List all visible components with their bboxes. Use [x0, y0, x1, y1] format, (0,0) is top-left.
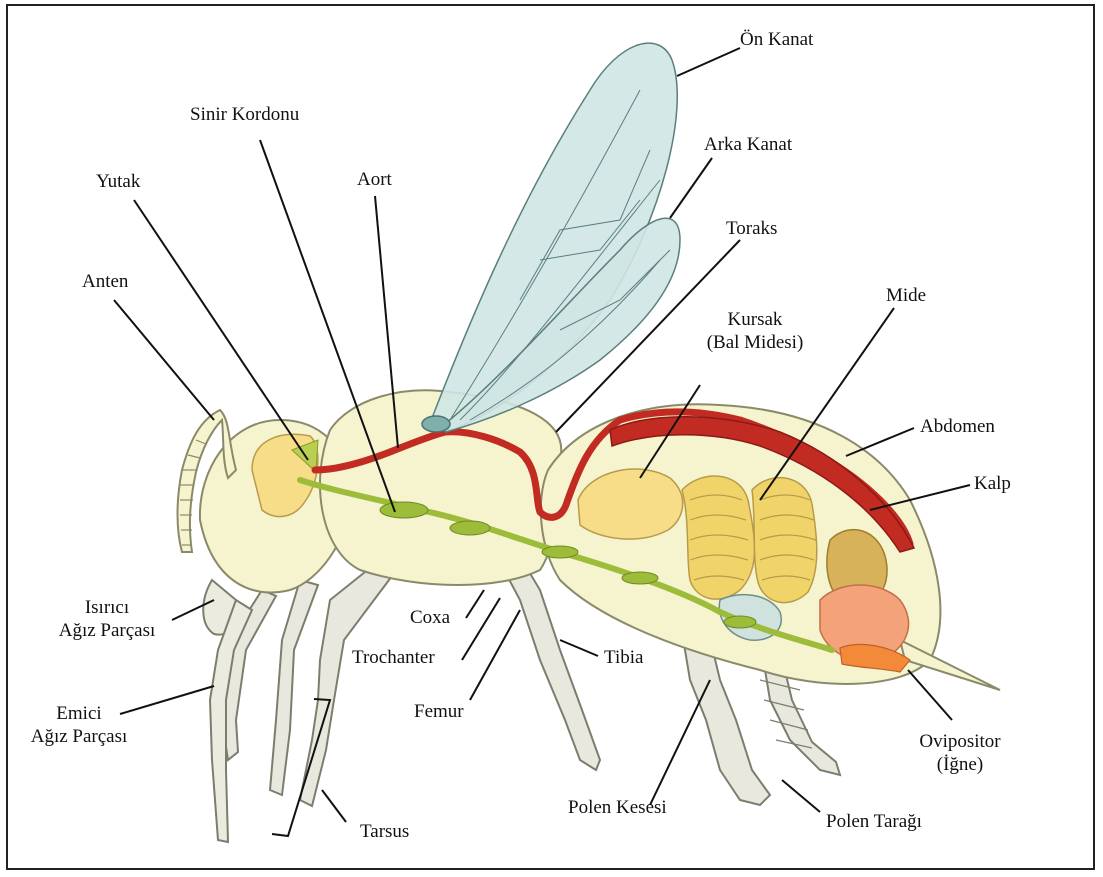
label-arka-kanat: Arka Kanat: [704, 133, 792, 156]
label-tibia: Tibia: [604, 646, 643, 669]
wing-base: [422, 416, 450, 432]
label-ovipositor-title: Ovipositor: [900, 730, 1020, 753]
label-trochanter: Trochanter: [352, 646, 435, 669]
label-anten: Anten: [82, 270, 128, 293]
label-on-kanat: Ön Kanat: [740, 28, 813, 51]
label-isirici: Isırıcı Ağız Parçası: [42, 596, 172, 642]
label-kalp: Kalp: [974, 472, 1011, 495]
label-femur: Femur: [414, 700, 464, 723]
label-polen-kesesi: Polen Kesesi: [568, 796, 667, 819]
label-aort: Aort: [357, 168, 392, 191]
label-yutak: Yutak: [96, 170, 140, 193]
wings: [422, 43, 680, 432]
label-isirici-title: Isırıcı: [42, 596, 172, 619]
label-mide: Mide: [886, 284, 926, 307]
label-kursak-subtitle: (Bal Midesi): [690, 331, 820, 354]
label-coxa: Coxa: [410, 606, 450, 629]
label-kursak-title: Kursak: [690, 308, 820, 331]
label-ovipositor: Ovipositor (İğne): [900, 730, 1020, 776]
label-sinir-kordonu: Sinir Kordonu: [190, 103, 299, 126]
label-tarsus: Tarsus: [360, 820, 409, 843]
label-polen-taragi: Polen Tarağı: [826, 810, 922, 833]
label-isirici-subtitle: Ağız Parçası: [42, 619, 172, 642]
label-ovipositor-subtitle: (İğne): [900, 753, 1020, 776]
label-abdomen: Abdomen: [920, 415, 995, 438]
label-emici-title: Emici: [14, 702, 144, 725]
label-emici-subtitle: Ağız Parçası: [14, 725, 144, 748]
label-emici: Emici Ağız Parçası: [14, 702, 144, 748]
label-toraks: Toraks: [726, 217, 777, 240]
label-kursak: Kursak (Bal Midesi): [690, 308, 820, 354]
